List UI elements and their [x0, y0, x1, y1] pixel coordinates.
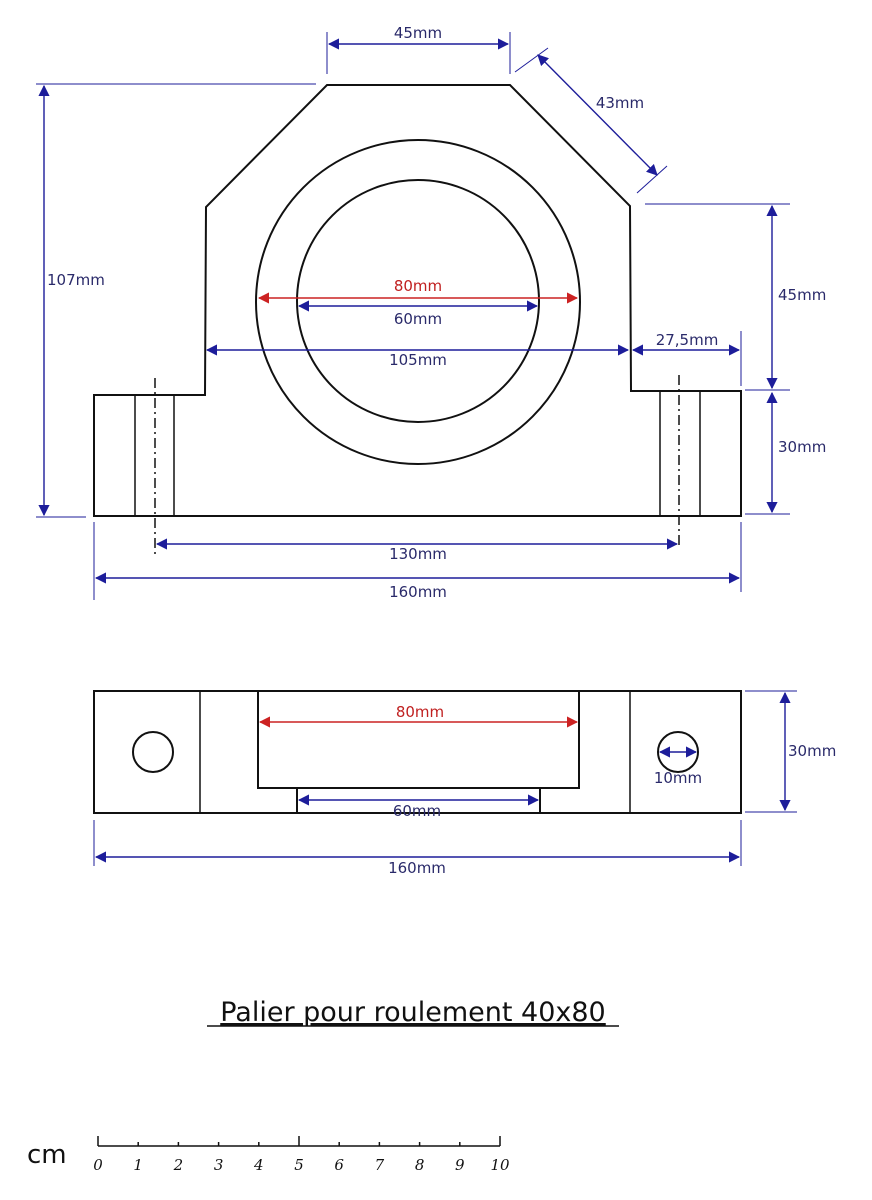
right-hole-circle	[657, 731, 699, 773]
scale-tick-label: 10	[490, 1156, 510, 1174]
bore-pocket-outline	[257, 691, 580, 789]
dim-label-chamfer: 43mm	[596, 94, 644, 112]
scale-tick-label: 0	[93, 1156, 103, 1174]
dim-label-body-width: 105mm	[389, 351, 447, 369]
dim-label-bore-inner: 60mm	[393, 802, 441, 820]
outer-bore-circle	[255, 139, 581, 465]
dim-label-total-width: 160mm	[389, 583, 447, 601]
dim-label-top-total-width: 160mm	[388, 859, 446, 877]
dim-label-top-flat: 45mm	[394, 24, 442, 42]
dim-label-top-height: 30mm	[788, 742, 836, 760]
scale-bar: cm 0 1 2 3 4 5 6 7 8 9 10	[27, 1136, 510, 1174]
dim-label-foot-width: 27,5mm	[656, 331, 719, 349]
scale-tick-label: 4	[253, 1156, 264, 1174]
scale-unit: cm	[27, 1140, 67, 1170]
scale-tick-label: 5	[294, 1156, 304, 1174]
dim-label-outer-diameter: 80mm	[394, 277, 442, 295]
scale-tick-label: 2	[173, 1156, 184, 1174]
top-view: 80mm 60mm 10mm 30mm 160mm	[93, 690, 836, 877]
scale-tick-label: 1	[133, 1156, 143, 1174]
scale-tick-label: 6	[334, 1156, 344, 1174]
dim-label-base-height: 30mm	[778, 438, 826, 456]
front-body-outline	[93, 84, 742, 517]
scale-tick-label: 7	[375, 1156, 385, 1174]
scale-tick-label: 8	[415, 1156, 425, 1174]
top-body-outline	[93, 690, 742, 814]
scale-tick-label: 3	[214, 1156, 224, 1174]
dim-label-bore-outer: 80mm	[396, 703, 444, 721]
extension-line	[514, 47, 549, 73]
dim-label-upper-height: 45mm	[778, 286, 826, 304]
dim-label-hole-spacing: 130mm	[389, 545, 447, 563]
dim-label-total-height: 107mm	[47, 271, 105, 289]
inner-bore-circle	[296, 179, 540, 423]
dim-line-chamfer	[537, 54, 658, 176]
extension-line	[636, 165, 668, 194]
dim-label-inner-diameter: 60mm	[394, 310, 442, 328]
front-view: 45mm 43mm 107mm 45mm 30mm 80mm 60mm 105m…	[36, 24, 826, 601]
left-hole-circle	[132, 731, 174, 773]
drawing-title: Palier pour roulement 40x80	[220, 997, 606, 1028]
dim-label-hole: 10mm	[654, 769, 702, 787]
scale-ticks: 0 1 2 3 4 5 6 7 8 9 10	[93, 1136, 510, 1174]
scale-tick-label: 9	[455, 1156, 465, 1174]
